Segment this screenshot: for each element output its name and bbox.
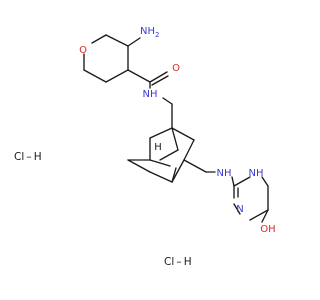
- carbonyl-oxygen-label: O: [172, 63, 180, 74]
- bridge-hydrogen-label: H: [154, 142, 162, 153]
- bond-lines: [83, 34, 269, 223]
- hydrochloride-2: Cl – H: [164, 256, 192, 268]
- amine-label: NH2: [140, 26, 159, 39]
- pyrimidine-nh-label: NH: [249, 168, 264, 179]
- methylamine-nh-label: NH: [217, 168, 232, 179]
- pyrimidine-n-label: N: [236, 204, 243, 215]
- molecule-structure-canvas: O NH2 O NH H NH NH N OH Cl – H Cl – H: [14, 26, 276, 268]
- hydrochloride-1: Cl – H: [14, 151, 42, 163]
- hydroxyl-label: OH: [260, 224, 275, 235]
- amide-nh-label: NH: [143, 89, 158, 100]
- pyran-oxygen-label: O: [79, 45, 87, 56]
